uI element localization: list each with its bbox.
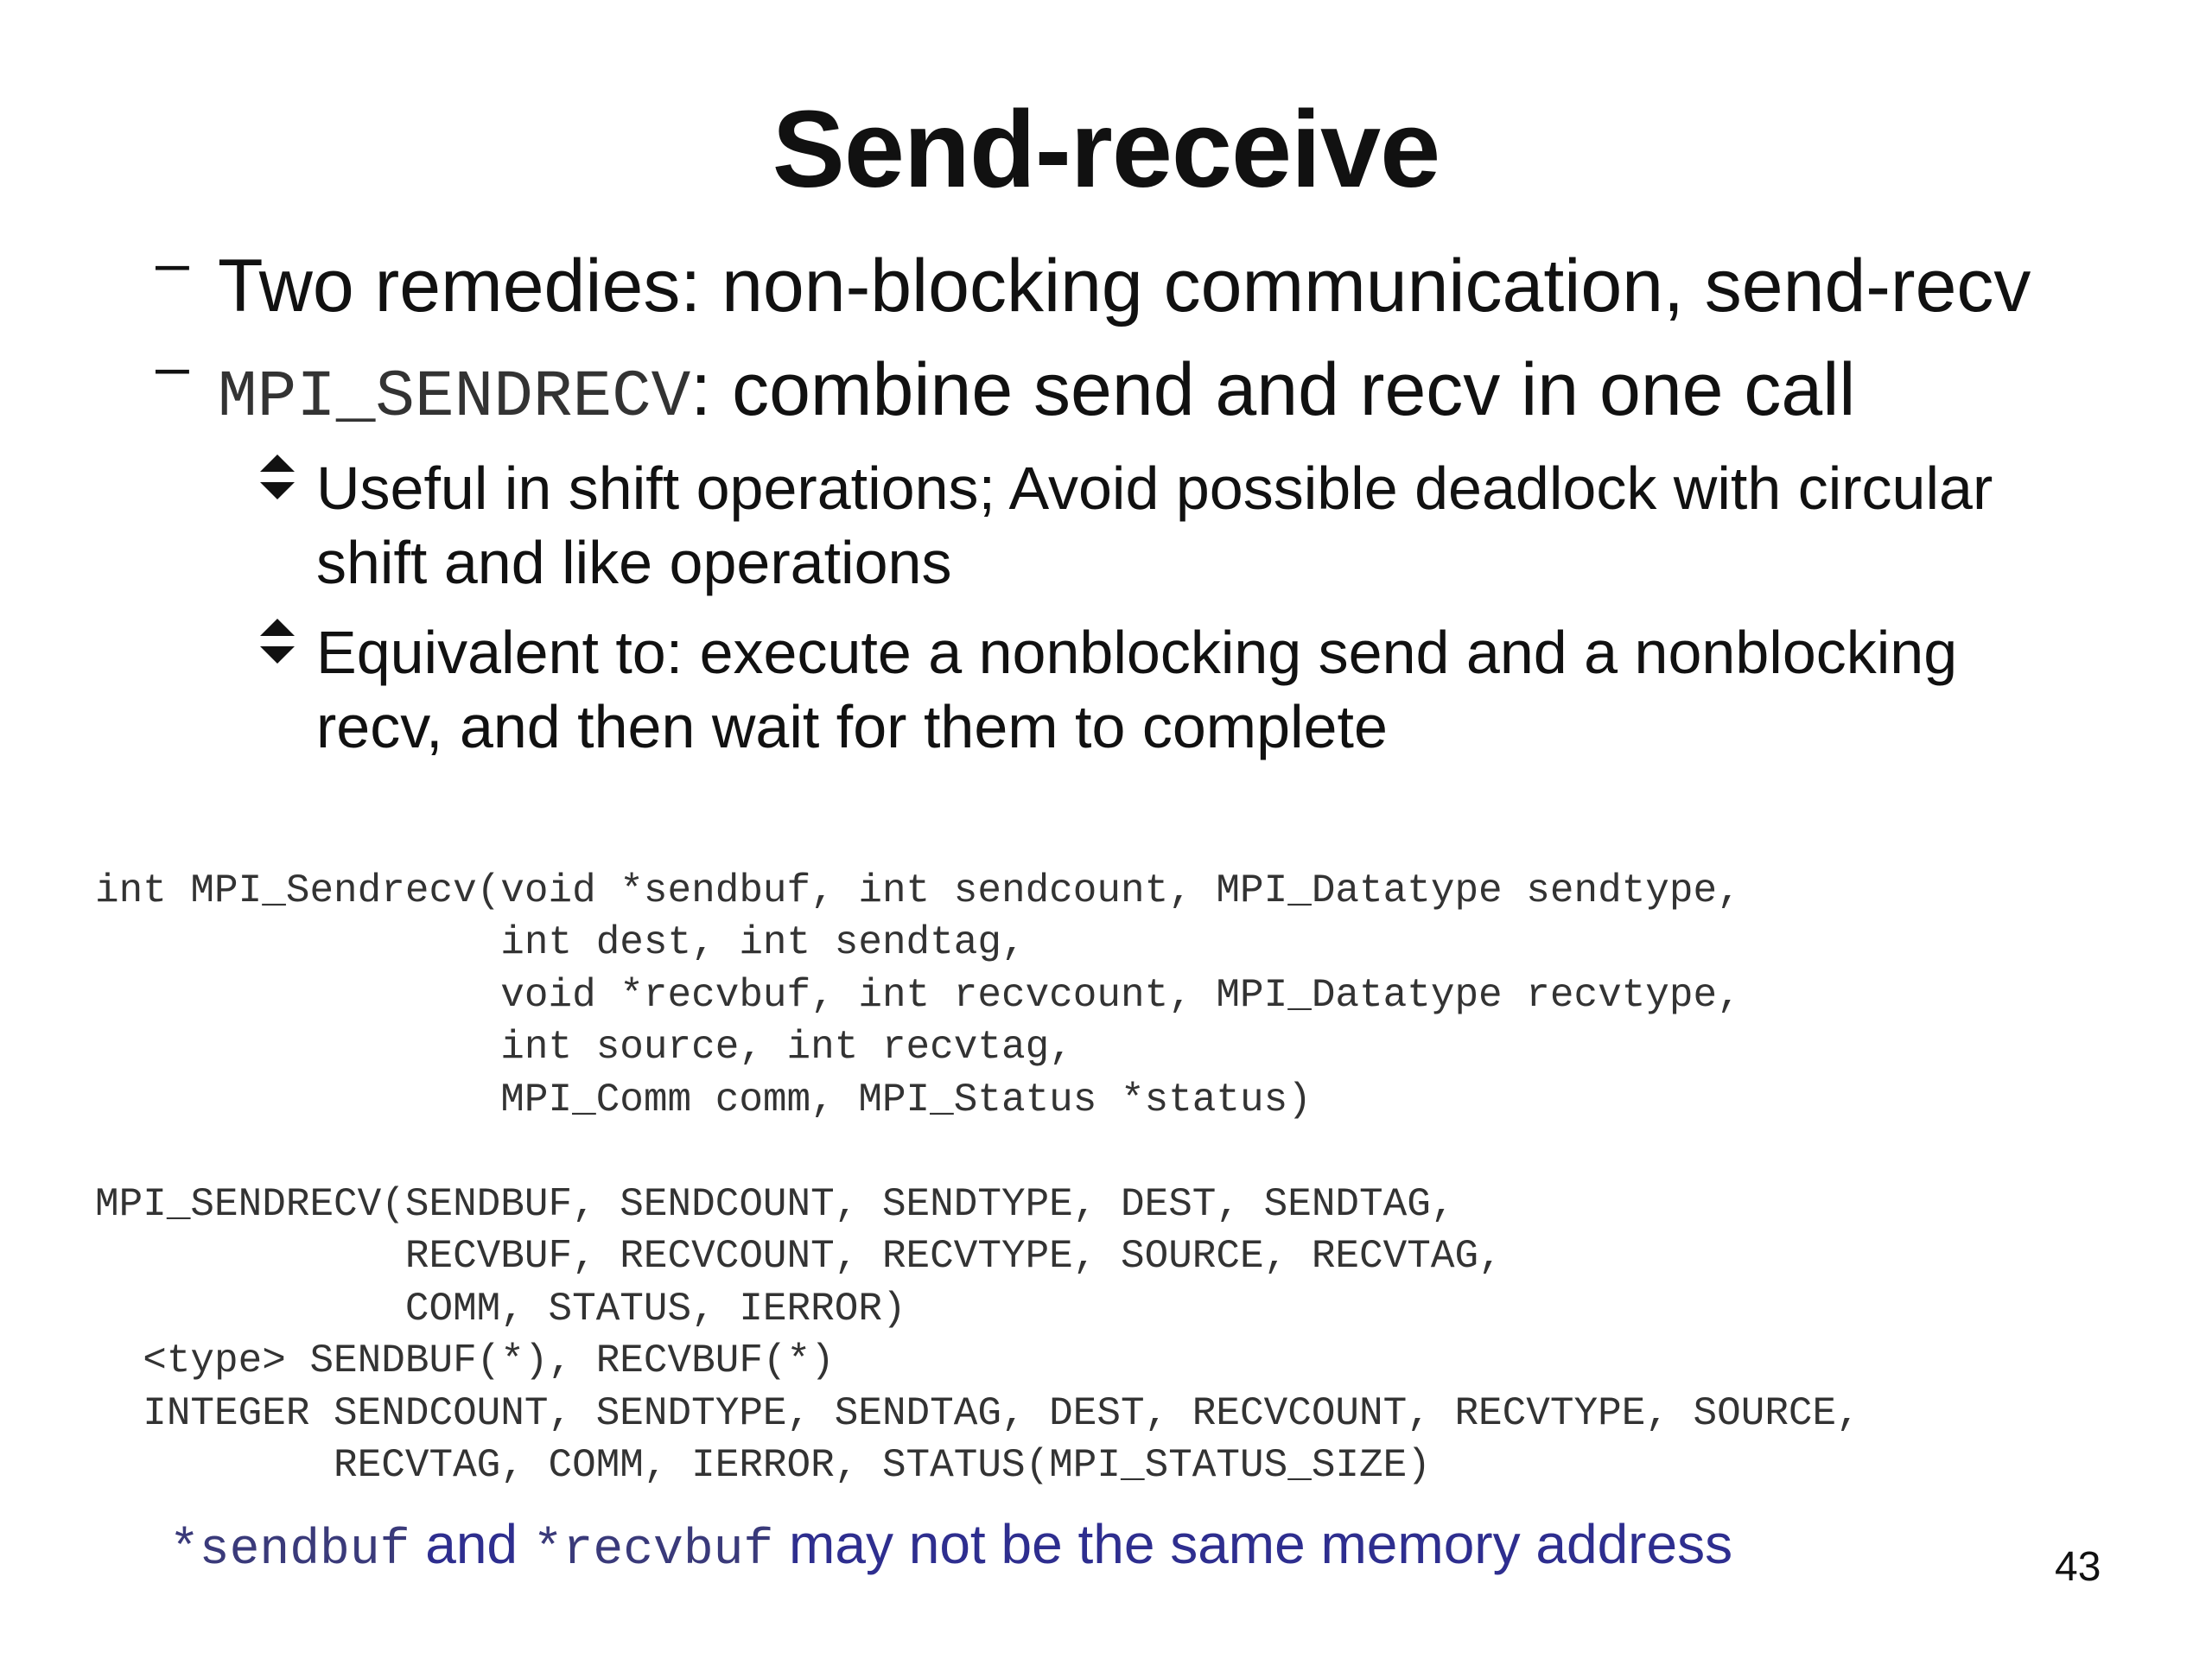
code-line: int dest, int sendtag,	[95, 920, 1026, 965]
code-line: COMM, STATUS, IERROR)	[95, 1286, 906, 1332]
sub-bullet-useful-line2: shift and like operations	[316, 529, 952, 596]
bullet-mpi-sendrecv-text: MPI_SENDRECV: combine send and recv in o…	[218, 347, 1855, 435]
dash-bullet-icon: –	[156, 229, 189, 296]
fortran-code-block: MPI_SENDRECV(SENDBUF, SENDCOUNT, SENDTYP…	[95, 1126, 1860, 1492]
sub-bullet-equivalent-text: Equivalent to: execute a nonblocking sen…	[316, 615, 2096, 764]
code-line: int source, int recvtag,	[95, 1025, 1073, 1070]
dash-bullet-icon: –	[156, 333, 189, 400]
sub-bullet-equivalent-line1: Equivalent to: execute a nonblocking sen…	[316, 619, 1958, 686]
code-line: RECVBUF, RECVCOUNT, RECVTYPE, SOURCE, RE…	[95, 1234, 1503, 1279]
code-line: void *recvbuf, int recvcount, MPI_Dataty…	[95, 972, 1741, 1018]
slide-title: Send-receive	[772, 88, 1440, 210]
c-code-block: int MPI_Sendrecv(void *sendbuf, int send…	[95, 812, 1741, 1126]
inline-code-mpi-sendrecv: MPI_SENDRECV	[218, 360, 691, 435]
note-code-recvbuf: *recvbuf	[532, 1522, 774, 1579]
page-number: 43	[2055, 1544, 2101, 1590]
sub-bullet-useful-text: Useful in shift operations; Avoid possib…	[316, 451, 2096, 600]
sub-bullet-equivalent-line2: recv, and then wait for them to complete	[316, 693, 1388, 760]
code-line: MPI_Comm comm, MPI_Status *status)	[95, 1077, 1312, 1122]
bullet-mpi-sendrecv-desc: : combine send and recv in one call	[690, 348, 1856, 431]
buffer-note: *sendbuf and *recvbuf may not be the sam…	[169, 1512, 1732, 1579]
note-text-and: and	[410, 1513, 533, 1575]
bullet-remedies-text: Two remedies: non-blocking communication…	[218, 245, 2031, 327]
code-line: MPI_SENDRECV(SENDBUF, SENDCOUNT, SENDTYP…	[95, 1181, 1455, 1227]
code-line: int MPI_Sendrecv(void *sendbuf, int send…	[95, 868, 1741, 913]
up-down-arrow-icon	[260, 619, 295, 664]
sub-bullet-useful-line1: Useful in shift operations; Avoid possib…	[316, 454, 1993, 522]
code-line: RECVTAG, COMM, IERROR, STATUS(MPI_STATUS…	[95, 1443, 1431, 1488]
code-line: <type> SENDBUF(*), RECVBUF(*)	[95, 1338, 835, 1383]
note-code-sendbuf: *sendbuf	[169, 1522, 410, 1579]
up-down-arrow-icon	[260, 454, 295, 499]
note-text-rest: may not be the same memory address	[773, 1513, 1733, 1575]
code-line: INTEGER SENDCOUNT, SENDTYPE, SENDTAG, DE…	[95, 1390, 1860, 1436]
